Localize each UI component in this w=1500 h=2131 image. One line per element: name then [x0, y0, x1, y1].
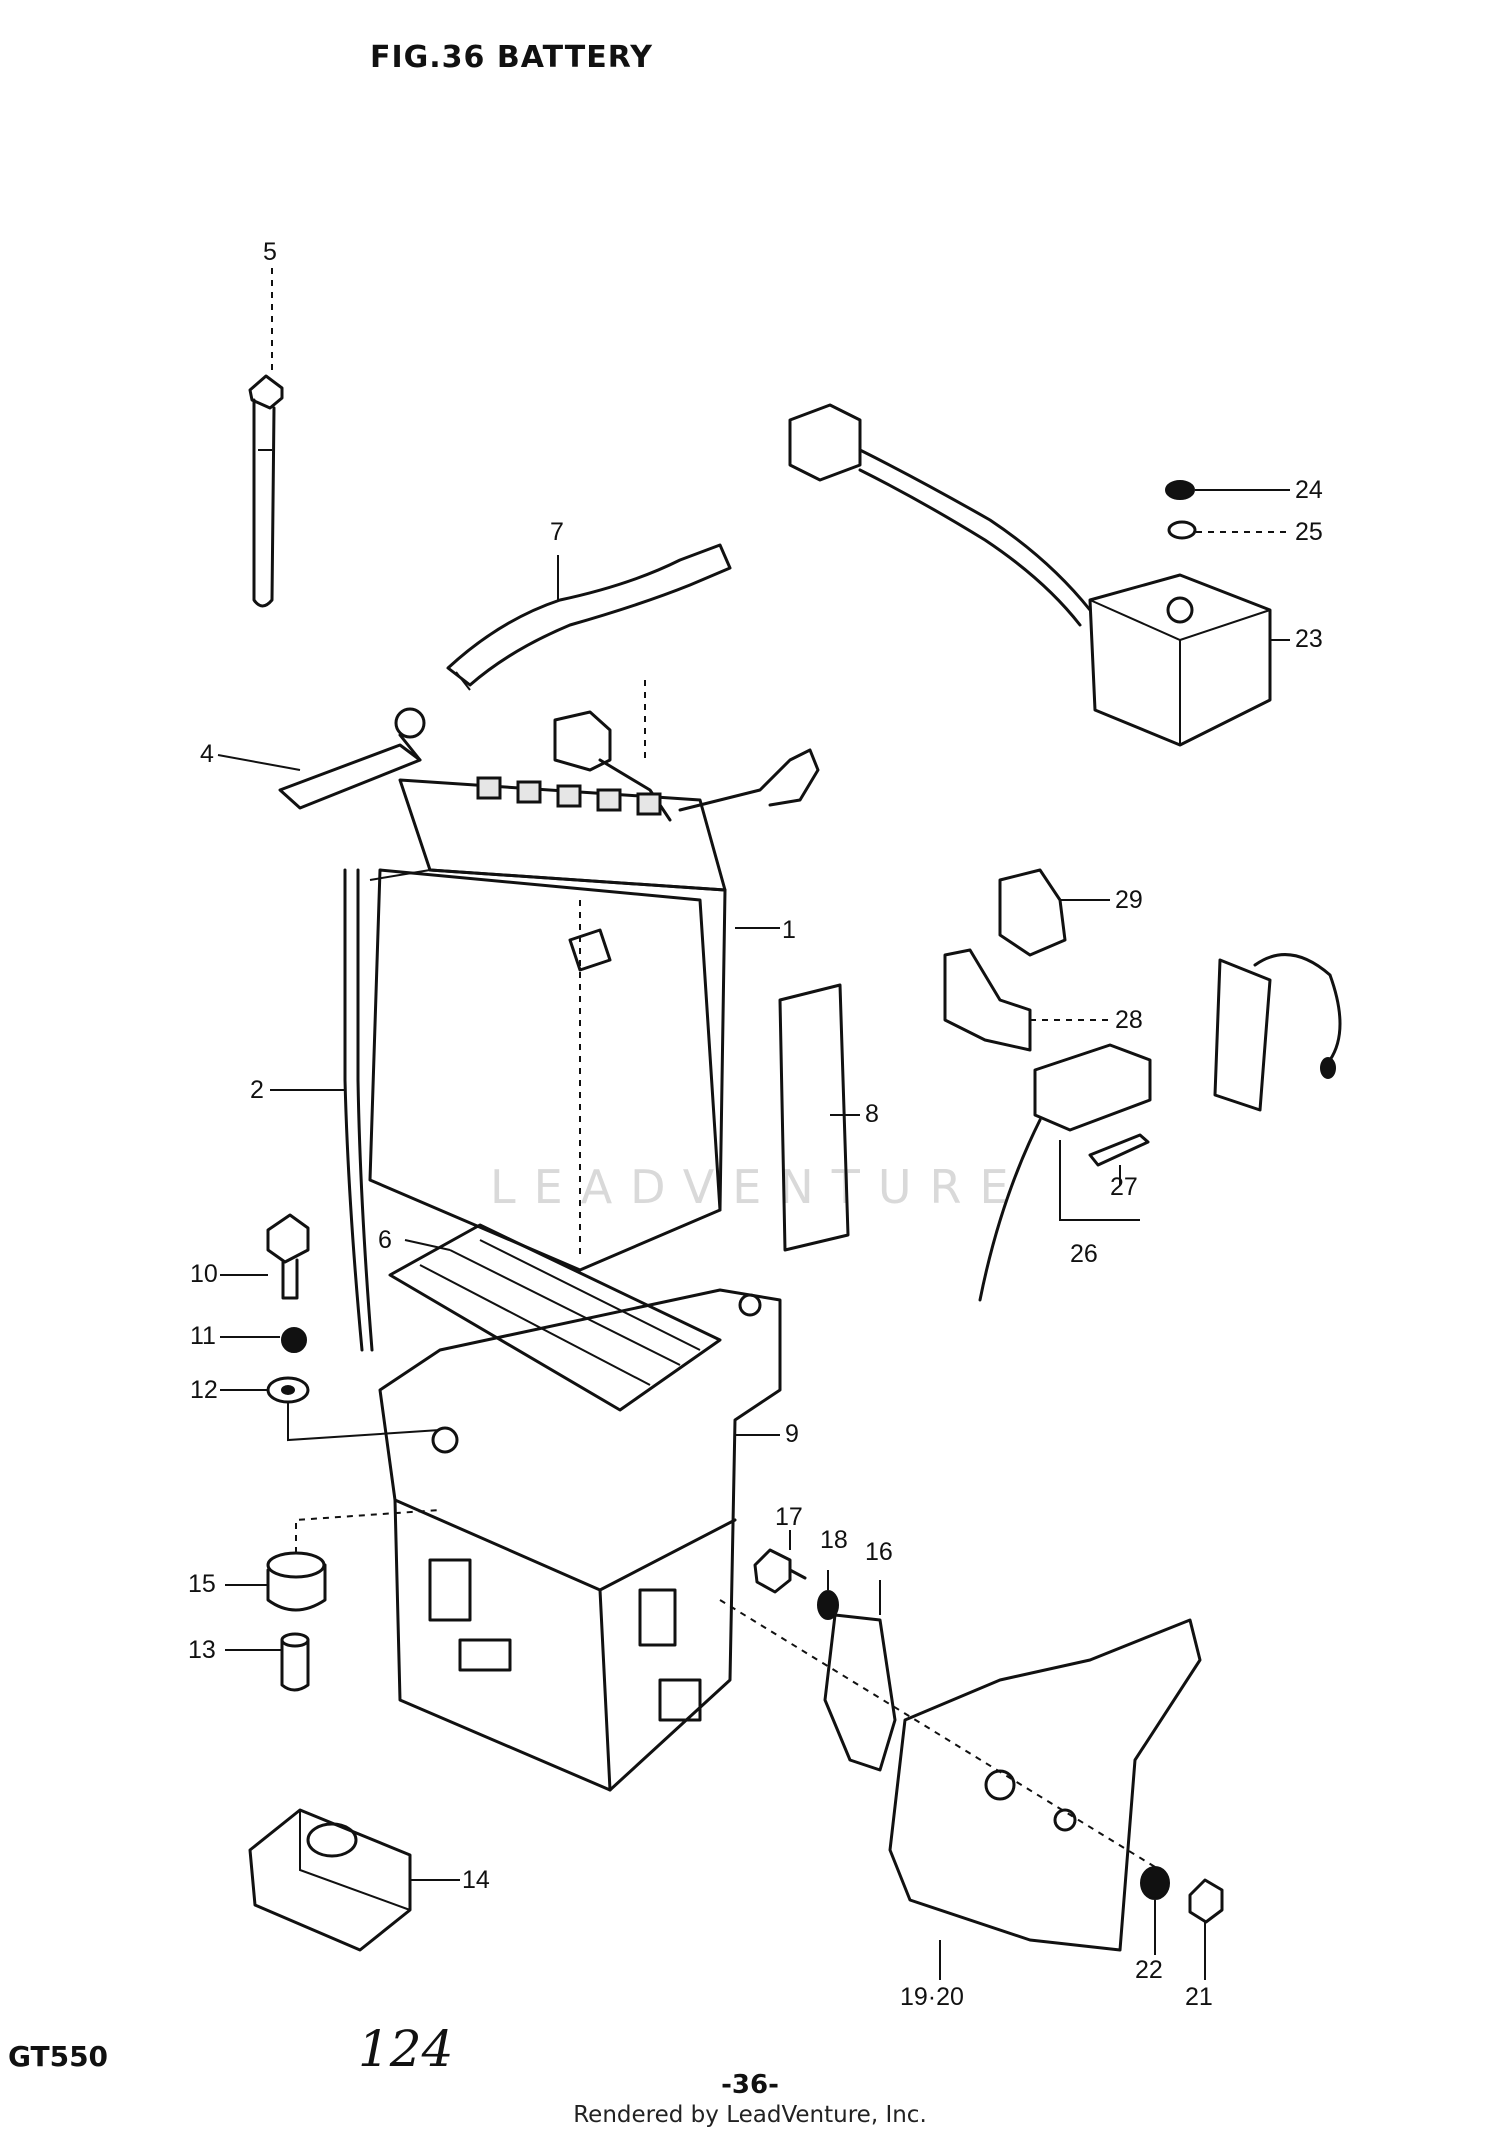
part-6-mat: [388, 1223, 722, 1412]
callout-6: 6: [378, 1226, 392, 1254]
callout-26: 26: [1070, 1240, 1098, 1268]
callout-15: 15: [188, 1570, 216, 1598]
figure-title: FIG.36 BATTERY: [370, 40, 653, 75]
render-credit: Rendered by LeadVenture, Inc.: [573, 2102, 927, 2128]
part-10-bolt: [266, 1213, 310, 1300]
callout-4: 4: [200, 740, 214, 768]
callout-1: 1: [782, 916, 796, 944]
part-11-washer: [281, 1327, 307, 1353]
callout-7: 7: [550, 518, 564, 546]
model-code: GT550: [8, 2040, 109, 2073]
callout-17: 17: [775, 1503, 803, 1531]
part-18-washer: [817, 1590, 839, 1620]
callout-25: 25: [1295, 518, 1323, 546]
part-24-nut: [1165, 480, 1195, 500]
callout-9: 9: [785, 1420, 799, 1448]
callout-29: 29: [1115, 886, 1143, 914]
battery-top-leads: [553, 680, 820, 822]
callout-8: 8: [865, 1100, 879, 1128]
part-15-mount: [266, 1551, 327, 1612]
part-23-connector-assembly: [788, 403, 1272, 747]
callout-24: 24: [1295, 476, 1323, 504]
part-16-bracket: [823, 1613, 897, 1772]
callout-10: 10: [190, 1260, 218, 1288]
callout-28: 28: [1115, 1006, 1143, 1034]
callout-11: 11: [190, 1322, 216, 1350]
callout-22: 22: [1135, 1956, 1163, 1984]
part-25-washer: [1167, 520, 1197, 540]
leader-lines: [217, 268, 1290, 1980]
part-4-cable: [278, 707, 426, 810]
part-21-nut: [1188, 1878, 1224, 1924]
part-14-holder: [248, 1808, 412, 1952]
part-29-clip: [998, 868, 1067, 957]
callout-21: 21: [1185, 1983, 1213, 2011]
part-5-tube: [248, 374, 284, 608]
part-19-20-bracket: [719, 1599, 1202, 1952]
page-number: -36-: [721, 2070, 779, 2100]
part-1-battery: [368, 776, 727, 1272]
callout-14: 14: [462, 1866, 490, 1894]
part-17-bolt: [753, 1548, 807, 1594]
part-7-strap: [446, 543, 732, 691]
part-13-collar: [280, 1632, 310, 1692]
callout-23: 23: [1295, 625, 1323, 653]
part-22-washer: [1140, 1866, 1170, 1900]
watermark: LEADVENTURE: [490, 1160, 1027, 1214]
part-27-fuse: [1088, 1133, 1150, 1167]
handwritten-note: 124: [358, 2020, 454, 2078]
part-2-hose: [343, 868, 374, 1352]
part-8-pad: [778, 983, 850, 1252]
callout-18: 18: [820, 1526, 848, 1554]
callout-13: 13: [188, 1636, 216, 1664]
part-12-washer: [266, 1376, 310, 1404]
callout-16: 16: [865, 1538, 893, 1566]
callout-19-20: 19·20: [900, 1983, 964, 2011]
part-28-bracket: [943, 948, 1032, 1052]
callout-5: 5: [263, 238, 277, 266]
callout-27: 27: [1110, 1173, 1138, 1201]
callout-2: 2: [250, 1076, 264, 1104]
callout-12: 12: [190, 1376, 218, 1404]
part-26-fuse-holder: [978, 953, 1342, 1302]
part-9-case: [378, 1288, 782, 1792]
